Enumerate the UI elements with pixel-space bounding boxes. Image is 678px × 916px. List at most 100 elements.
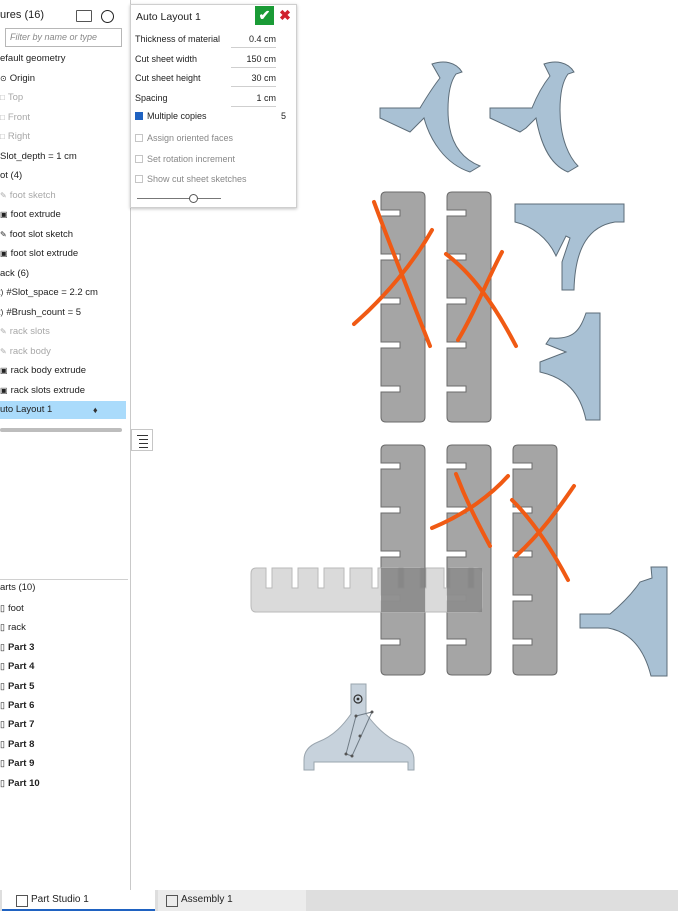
option-label: Assign oriented faces	[147, 133, 234, 143]
rotation-slider-thumb[interactable]	[189, 194, 198, 203]
feature-item[interactable]: □Top	[0, 89, 23, 107]
feature-item[interactable]: □Front	[0, 109, 30, 127]
feature-item-label: Slot_depth = 1 cm	[0, 150, 77, 162]
option-checkbox[interactable]	[135, 154, 143, 163]
panel-scrollbar[interactable]	[0, 428, 122, 432]
list-toggle-icon[interactable]	[131, 429, 153, 451]
feature-item-label: efault geometry	[0, 53, 66, 64]
sketch-icon: ✎	[0, 229, 7, 239]
part-item[interactable]: ▯foot	[0, 599, 24, 617]
feature-item[interactable]: ▣rack body extrude	[0, 362, 86, 380]
foot-part[interactable]	[514, 203, 625, 291]
feature-item[interactable]: efault geometry	[0, 50, 65, 68]
rollback-bar-icon[interactable]: ♦	[93, 405, 98, 415]
feature-item[interactable]: Slot_depth = 1 cm	[0, 148, 77, 166]
parts-header[interactable]: arts (10)	[0, 582, 36, 593]
part-item[interactable]: ▯Part 6	[0, 696, 34, 714]
part-item[interactable]: ▯Part 5	[0, 677, 34, 695]
part-icon: ▯	[0, 719, 5, 730]
part-item-label: Part 5	[7, 680, 35, 692]
cancel-button[interactable]: ✖	[278, 6, 292, 25]
dialog-field-value[interactable]: 30 cm	[231, 70, 276, 87]
part-item-label: rack	[7, 622, 26, 634]
rollback-timer-icon[interactable]	[101, 10, 114, 23]
filter-input[interactable]: Filter by name or type	[5, 28, 122, 47]
tab-part-studio-label: Part Studio 1	[31, 894, 89, 905]
feature-item[interactable]: ▣foot extrude	[0, 206, 61, 224]
multiple-copies-checkbox[interactable]	[135, 112, 143, 120]
rack-part[interactable]	[446, 444, 492, 676]
copies-count-field[interactable]: 5	[281, 111, 287, 121]
feature-item-label: foot slot extrude	[10, 248, 79, 259]
feature-item[interactable]: (x)#Slot_space = 2.2 cm	[0, 284, 98, 302]
add-folder-icon[interactable]	[76, 10, 92, 22]
feature-item-label: uto Layout 1	[0, 404, 53, 415]
graphics-viewport[interactable]	[0, 0, 678, 890]
feature-item[interactable]: ⊙Origin	[0, 70, 35, 88]
foot-part[interactable]	[379, 61, 482, 173]
tab-assembly[interactable]: Assembly 1	[158, 890, 306, 911]
checkmark-icon: ✔	[258, 7, 271, 23]
part-item-label: Part 8	[7, 738, 35, 750]
part-item[interactable]: ▯Part 9	[0, 754, 34, 772]
part-icon: ▯	[0, 622, 5, 633]
feature-item[interactable]: ✎rack body	[0, 343, 51, 361]
feature-item[interactable]: ✎foot slot sketch	[0, 226, 73, 244]
part-item-label: Part 6	[7, 700, 35, 711]
part-item[interactable]: ▯Part 3	[0, 638, 34, 656]
part-studio-icon	[16, 895, 28, 907]
foot-part[interactable]	[539, 312, 601, 421]
part-item[interactable]: ▯Part 4	[0, 657, 34, 675]
feature-item[interactable]: uto Layout 1 ♦	[0, 401, 126, 419]
part-item[interactable]: ▯Part 8	[0, 735, 34, 753]
option-checkbox[interactable]	[135, 134, 143, 142]
annotation-x	[372, 200, 432, 348]
part-item-label: Part 3	[7, 641, 35, 653]
plane-icon: □	[0, 93, 5, 102]
foot-part[interactable]	[489, 61, 579, 173]
dialog-field-label: Cut sheet width	[135, 53, 198, 64]
part-item[interactable]: ▯rack	[0, 618, 26, 636]
dialog-field-value[interactable]: 1 cm	[231, 90, 276, 107]
rotation-slider[interactable]	[137, 198, 221, 199]
parts-divider	[0, 579, 128, 580]
feature-item-label: rack slots	[9, 326, 50, 337]
extrude-icon: ▣	[0, 210, 8, 219]
extrude-icon: ▣	[0, 366, 8, 375]
accept-button[interactable]: ✔	[255, 6, 274, 25]
variable-icon: (x)	[0, 307, 4, 317]
dialog-field-label: Cut sheet height	[135, 73, 201, 83]
dialog-field-value[interactable]: 150 cm	[231, 51, 276, 68]
feature-item-label: ot (4)	[0, 170, 23, 181]
feature-item[interactable]: ▣foot slot extrude	[0, 245, 78, 263]
rack-part[interactable]	[512, 444, 558, 676]
foot-sketch-preview	[303, 683, 415, 771]
rack-part[interactable]	[446, 191, 492, 423]
feature-item[interactable]: ack (6)	[0, 265, 29, 283]
feature-item[interactable]: ▣rack slots extrude	[0, 382, 85, 400]
feature-item[interactable]: □Right	[0, 128, 30, 146]
rack-part[interactable]	[380, 444, 426, 676]
foot-part[interactable]	[579, 566, 668, 677]
feature-item[interactable]: ✎foot sketch	[0, 187, 56, 205]
feature-item-label: foot sketch	[9, 189, 56, 201]
part-icon: ▯	[0, 661, 5, 672]
tab-bar: Part Studio 1 Assembly 1	[0, 890, 678, 911]
feature-item-label: rack body extrude	[10, 365, 87, 376]
feature-item[interactable]: ot (4)	[0, 167, 22, 185]
feature-item-label: Top	[7, 92, 24, 103]
option-checkbox[interactable]	[135, 175, 143, 183]
annotation-x	[352, 228, 434, 326]
part-item[interactable]: ▯Part 7	[0, 715, 34, 733]
feature-item-label: #Brush_count = 5	[6, 306, 82, 318]
feature-item[interactable]: (x)#Brush_count = 5	[0, 304, 81, 322]
dialog-field-value[interactable]: 0.4 cm	[231, 31, 276, 48]
annotation-x	[430, 474, 510, 530]
rack-part[interactable]	[380, 191, 426, 423]
feature-item[interactable]: ✎rack slots	[0, 323, 50, 341]
part-item[interactable]: ▯Part 10	[0, 774, 40, 792]
annotation-x	[444, 252, 518, 348]
tab-part-studio[interactable]: Part Studio 1	[2, 890, 155, 911]
sketch-icon: ✎	[0, 190, 7, 200]
plane-icon: □	[0, 112, 5, 122]
